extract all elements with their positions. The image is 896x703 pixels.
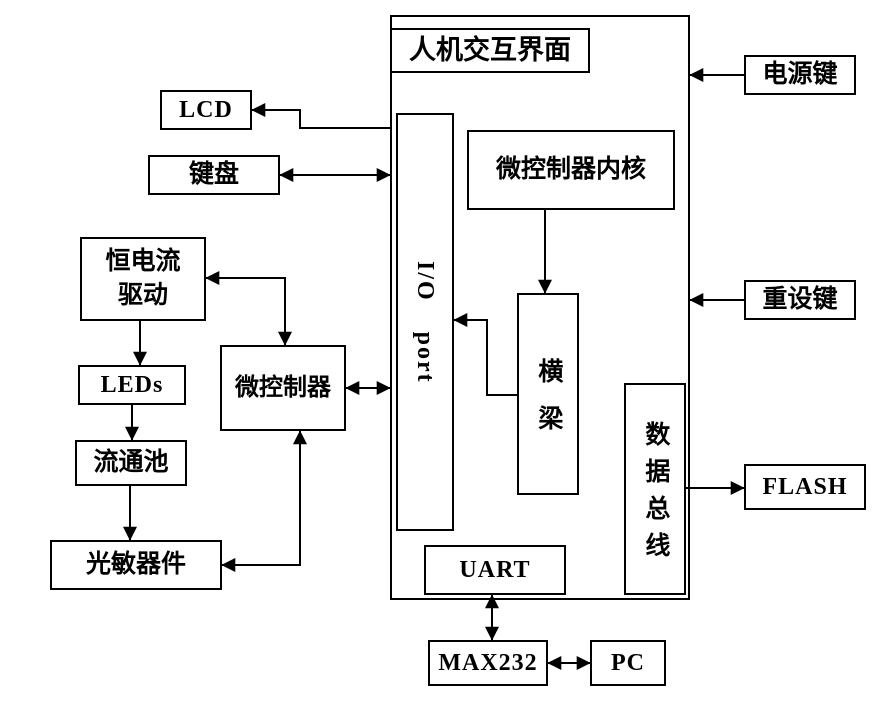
node-microcontroller: 微控制器 [220, 345, 346, 431]
node-keyboard: 键盘 [148, 155, 280, 195]
node-data-bus: 数据总线 [624, 383, 686, 595]
node-io-port: I/O port [396, 113, 454, 531]
node-uart: UART [424, 545, 566, 595]
node-constant-current-drive: 恒电流 驱动 [80, 237, 206, 321]
node-max232: MAX232 [428, 640, 548, 686]
node-mcu-core: 微控制器内核 [467, 130, 675, 210]
node-power-key: 电源键 [744, 55, 856, 95]
node-flow-cell: 流通池 [75, 440, 187, 486]
hmi-container-box [390, 15, 690, 600]
node-crossbeam: 横梁 [517, 293, 579, 495]
arrow-io-to-lcd [251, 103, 390, 129]
node-flash: FLASH [744, 464, 866, 510]
node-leds: LEDs [78, 365, 186, 405]
arrow-mcu-constant-current-drive [205, 271, 292, 346]
node-reset-key: 重设键 [744, 280, 856, 320]
arrow-photosensitive-mcu [221, 430, 307, 572]
node-pc: PC [590, 640, 666, 686]
node-lcd: LCD [160, 90, 252, 130]
hmi-title: 人机交互界面 [390, 28, 590, 73]
node-photosensitive-device: 光敏器件 [50, 540, 222, 590]
